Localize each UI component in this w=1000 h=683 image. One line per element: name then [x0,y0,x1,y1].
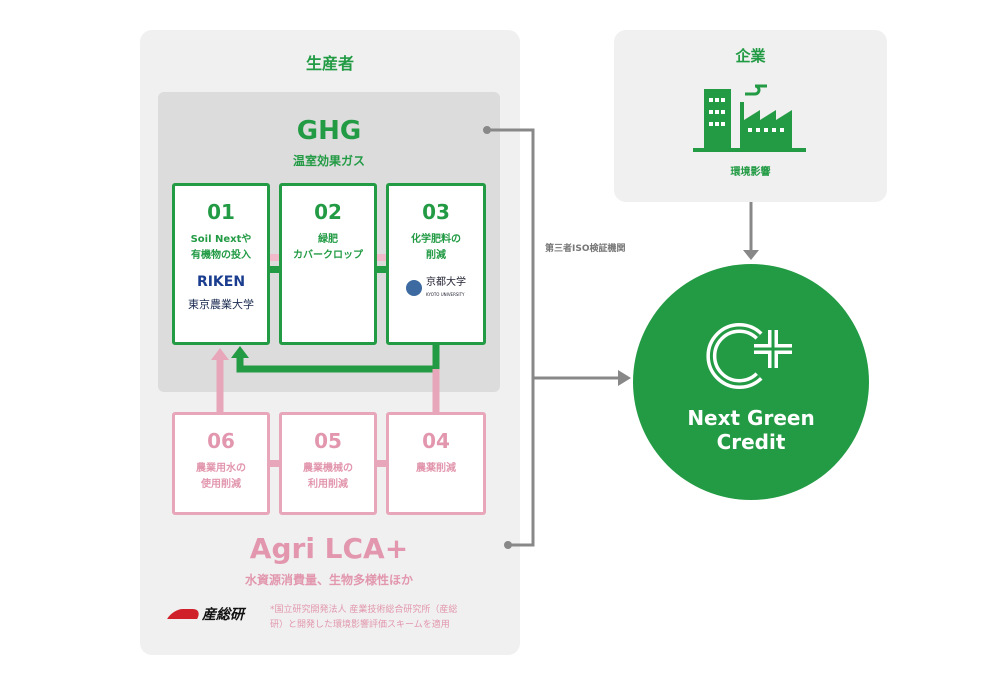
c-plus-logo-icon [706,323,792,389]
ghg-item-03: 03 化学肥料の削減 京都大学 KYOTO UNIVERSITY [386,183,486,345]
label-line: 化学肥料の [411,234,461,245]
agri-item-06: 06 農業用水の使用削減 [172,412,270,515]
agri-title: Agri LCA+ [249,532,409,565]
item-label: 緑肥カバークロップ [282,232,374,264]
footnote-line: 研）と開発した環境影響評価スキームを適用 [270,620,450,630]
credit-title-line: Next Green [687,406,815,430]
logo-text: 京都大学 [426,277,466,288]
item-number: 03 [422,200,450,224]
item-number: 05 [314,429,342,453]
aist-swoosh-icon [167,609,203,619]
kyoto-univ-logo: 京都大学 KYOTO UNIVERSITY [389,276,483,299]
ghg-item-02: 02 緑肥カバークロップ [279,183,377,345]
ghg-subtitle: 温室効果ガス [292,154,365,168]
label-line: 農業機械の [303,463,353,474]
aist-logo: 産総研 [167,604,244,624]
label-line: 農業用水の [196,463,246,474]
agri-footnote: *国立研究開発法人 産業技術総合研究所（産総 研）と開発した環境影響評価スキーム… [270,603,500,633]
logo-subtext: KYOTO UNIVERSITY [426,292,465,297]
item-label: 化学肥料の削減 [389,232,483,264]
kyoto-emblem-icon [406,279,422,296]
agri-item-05: 05 農業機械の利用削減 [279,412,377,515]
producer-title: 生産者 [305,54,354,73]
aist-logo-text: 産総研 [202,607,244,623]
ghg-item-01: 01 Soil Nextや有機物の投入 RIKEN 東京農業大学 [172,183,270,345]
label-line: 利用削減 [308,479,348,490]
riken-logo: RIKEN [196,274,246,290]
label-line: 削減 [426,250,446,261]
item-number: 01 [207,200,235,224]
credit-title-line: Credit [716,430,786,454]
company-title: 企業 [735,47,766,65]
item-number: 02 [314,200,342,224]
item-label: 農業機械の利用削減 [282,461,374,493]
item-label: 農薬削減 [389,461,483,477]
verifier-label: 第三者ISO検証機関 [545,244,626,254]
item-label: 農業用水の使用削減 [175,461,267,493]
company-label: 環境影響 [730,167,771,178]
next-green-credit-badge: Next Green Credit [633,264,869,500]
label-line: 緑肥 [318,234,338,245]
item-number: 04 [422,429,450,453]
ghg-title: GHG [296,116,362,146]
label-line: 使用削減 [201,479,241,490]
footnote-line: *国立研究開発法人 産業技術総合研究所（産総 [270,605,458,615]
label-line: 農薬削減 [416,463,456,474]
label-line: Soil Nextや [190,234,252,245]
agri-subtitle: 水資源消費量、生物多様性ほか [244,573,413,587]
agri-item-04: 04 農薬削減 [386,412,486,515]
item-label: Soil Nextや有機物の投入 [175,232,267,264]
label-line: 有機物の投入 [191,250,251,261]
tokyo-agri-univ-logo: 東京農業大学 [188,298,254,311]
factory-icon [693,84,806,152]
label-line: カバークロップ [293,250,363,261]
item-number: 06 [207,429,235,453]
